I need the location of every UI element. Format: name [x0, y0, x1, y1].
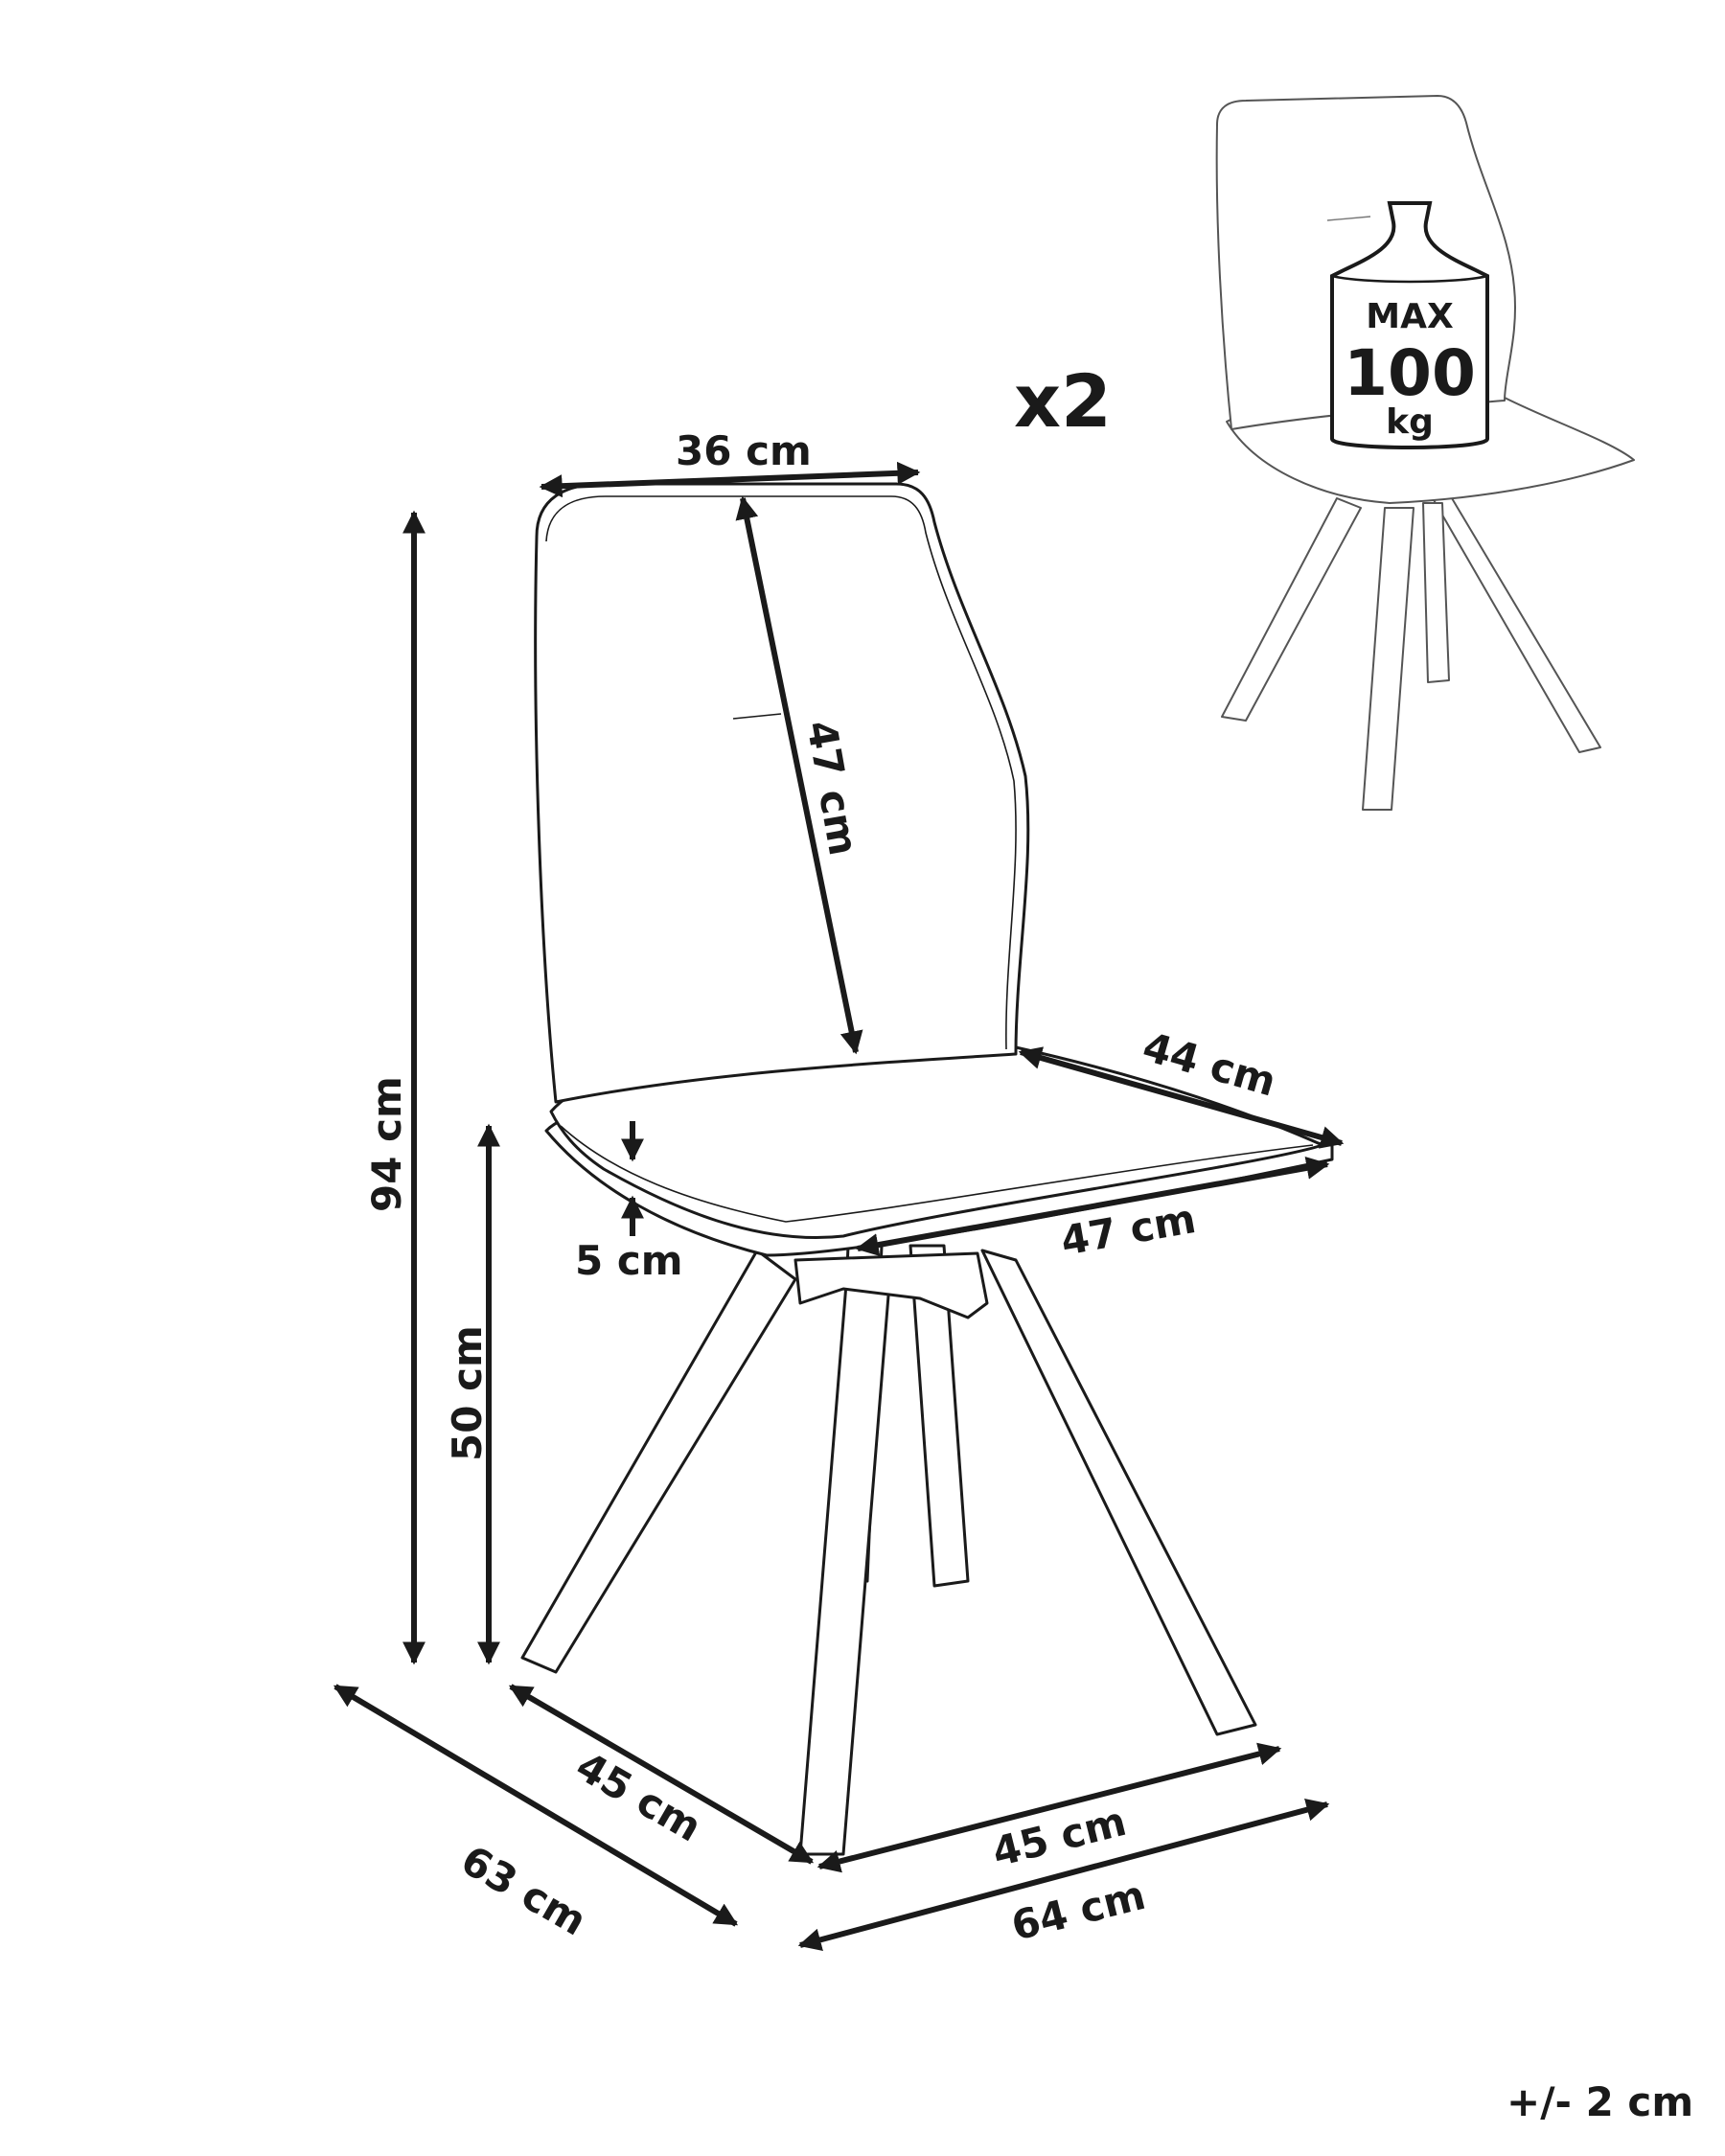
- weight-icon: [1330, 201, 1489, 449]
- arrow-total-depth: [333, 1684, 739, 1927]
- chair-leg-front: [798, 1258, 893, 1856]
- weight-chair-leg-back: [1422, 502, 1450, 683]
- weight-badge-unit: kg: [1386, 402, 1434, 442]
- chair-leg-right: [980, 1249, 1257, 1736]
- weight-badge-max: MAX: [1366, 297, 1454, 336]
- label-backrest-width: 36 cm: [676, 427, 812, 474]
- chair-leg-front-left: [520, 1249, 797, 1674]
- weight-chair-stitch: [1326, 216, 1371, 221]
- arrow-seat-width: [855, 1157, 1330, 1256]
- weight-badge-value: 100: [1344, 336, 1476, 410]
- label-total-depth: 63 cm: [453, 1836, 594, 1944]
- chair-backrest: [534, 482, 1030, 1104]
- weight-badge: MAX 100 kg: [1330, 201, 1489, 449]
- tolerance-note: +/- 2 cm: [1506, 2078, 1693, 2125]
- label-seat-thickness: 5 cm: [575, 1237, 683, 1284]
- quantity-label: x2: [1014, 358, 1112, 444]
- main-chair: [520, 482, 1334, 1856]
- weight-chair-seat: [1226, 397, 1635, 504]
- weight-chair: MAX 100 kg: [1215, 95, 1635, 811]
- weight-chair-leg-right: [1432, 497, 1601, 753]
- weight-chair-leg-front: [1362, 507, 1414, 811]
- label-total-height: 94 cm: [363, 1076, 410, 1212]
- dimension-arrows: [333, 461, 1345, 1952]
- chair-leg-bracket: [794, 1251, 989, 1319]
- arrow-total-width: [797, 1798, 1330, 1952]
- weight-chair-leg-left: [1221, 497, 1362, 722]
- arrow-seat-depth: [1018, 1046, 1345, 1149]
- arrow-backrest-width: [539, 461, 921, 498]
- label-seat-height: 50 cm: [444, 1325, 491, 1461]
- arrow-backrest-height: [735, 495, 863, 1055]
